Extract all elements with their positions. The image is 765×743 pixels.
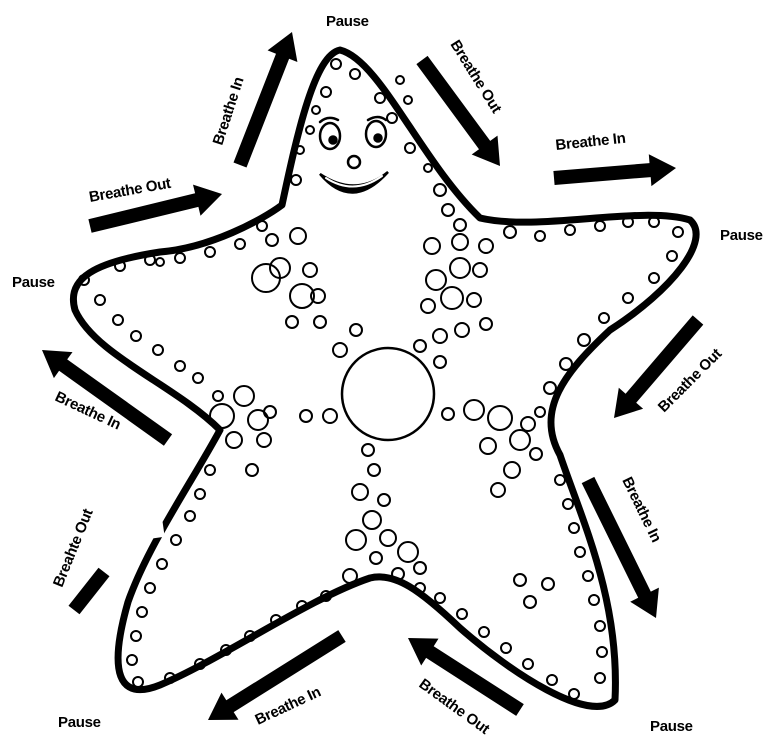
arrow-icon [553, 154, 676, 186]
right-pupil [375, 135, 382, 142]
breathe-in-label-1: Breathe In [210, 75, 248, 147]
breathe-out-label-4: Breahte Out [50, 506, 97, 589]
label-gap [113, 467, 164, 542]
pause-label-left: Pause [12, 274, 55, 291]
spot [396, 76, 404, 84]
breathe-in-label-4: Breathe In [618, 474, 664, 545]
pause-label-right: Pause [720, 227, 763, 244]
breathe-out-label-2: Breathe Out [88, 175, 173, 206]
spot [404, 96, 412, 104]
arrow-icon [234, 32, 298, 168]
pause-label-bottom-right: Pause [650, 718, 693, 735]
arrow-icon [69, 568, 110, 615]
pause-label-top: Pause [326, 13, 369, 30]
left-pupil [330, 137, 337, 144]
pause-label-bottom-left: Pause [58, 714, 101, 731]
breathe-in-label-2: Breathe In [555, 130, 627, 154]
